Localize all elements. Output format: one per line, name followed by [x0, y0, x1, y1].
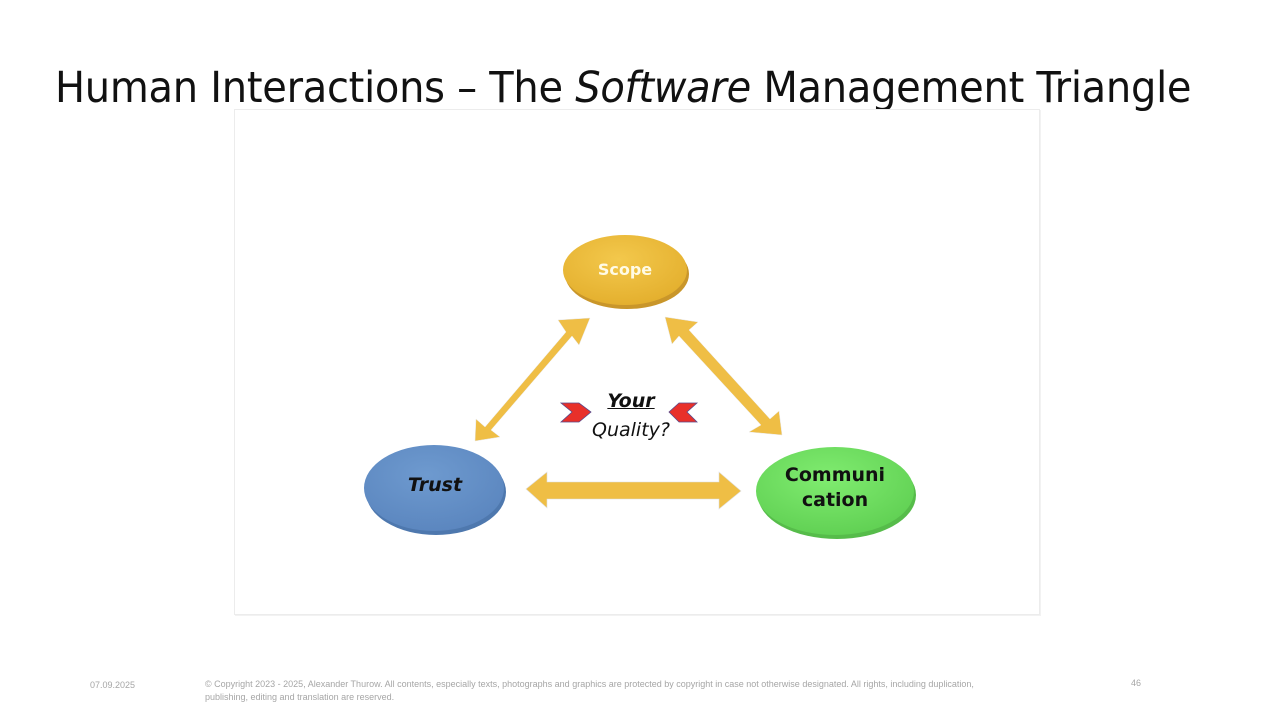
slide-title: Human Interactions – The Software Manage…	[55, 62, 1192, 113]
triangle-diagram	[364, 235, 916, 539]
communication-label-line-1: Communi	[784, 464, 886, 486]
title-part-1: Human Interactions – The	[55, 62, 576, 113]
chevron-right-icon	[559, 402, 592, 423]
chevron-left-icon	[668, 402, 699, 423]
title-emphasis: Software	[575, 62, 751, 113]
arrow-scope-trust	[474, 317, 591, 442]
communication-label: Communi cation	[755, 463, 915, 513]
node-trust	[364, 445, 506, 535]
diagram-frame: Scope Trust Communi cation Your Quality?	[234, 109, 1040, 615]
arrow-trust-communication	[525, 471, 742, 510]
scope-label: Scope	[597, 260, 653, 279]
page-number: 46	[1131, 678, 1142, 688]
trust-label: Trust	[407, 474, 463, 496]
node-scope	[563, 235, 689, 309]
copyright-line-2: publishing, editing and translation are …	[205, 692, 395, 702]
node-communication	[756, 447, 916, 539]
arrow-scope-communication	[664, 316, 783, 436]
copyright-line-1: © Copyright 2023 - 2025, Alexander Thuro…	[205, 679, 974, 689]
center-text-your: Your	[607, 390, 655, 412]
footer-date: 07.09.2025	[90, 680, 136, 690]
center-text-quality: Quality?	[592, 419, 670, 441]
center-quality-text: Your Quality?	[581, 387, 681, 445]
communication-label-line-2: cation	[801, 489, 869, 511]
footer-copyright: © Copyright 2023 - 2025, Alexander Thuro…	[205, 678, 1075, 704]
title-part-2: Management Triangle	[750, 62, 1192, 113]
